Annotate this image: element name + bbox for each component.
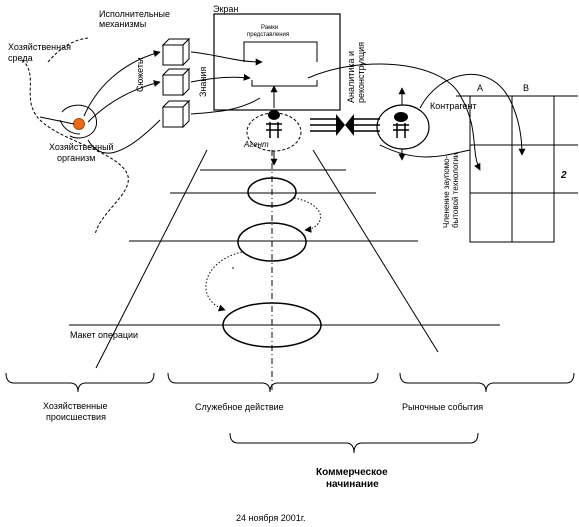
venture-label-1: Коммерческое: [316, 467, 388, 478]
agent-body-icon: [266, 122, 282, 138]
screen-label: Экран: [213, 4, 238, 14]
venture-label-2: начинание: [326, 479, 379, 490]
agent-label: Агент: [243, 140, 269, 149]
transition-arrow-2: [205, 251, 243, 312]
operation-ellipse-2: [237, 222, 307, 262]
frames-label-1: Рамки: [261, 25, 278, 31]
grid-row-2: 2: [560, 170, 567, 181]
screen-box: [213, 13, 341, 111]
cube3-to-screen-line: [190, 97, 261, 115]
technology-label-1: Членение заупомо-: [442, 155, 451, 228]
market-events-brace: [399, 372, 575, 393]
funnel-right-edge: [312, 149, 439, 353]
environment-label-1: Хозяйственная: [8, 42, 71, 52]
frames-label-2: представления: [247, 32, 289, 38]
organism-label-1: Хозяйственный: [49, 142, 114, 152]
organism-to-cube1-arrow: [83, 50, 161, 117]
organism-core-icon: [73, 118, 85, 130]
contragent-return-line: [379, 144, 471, 158]
knowledge-label: Знания: [198, 67, 208, 97]
service-action-brace: [167, 372, 379, 393]
transition-dot: [232, 267, 234, 269]
date-label: 24 ноября 2001г.: [236, 513, 306, 523]
organism-label-2: организм: [57, 153, 95, 163]
cube1-to-screen-arrow: [190, 51, 263, 66]
contragent-body-icon: [393, 123, 409, 138]
environment-boundary: [21, 59, 129, 236]
funnel-left-edge: [95, 149, 208, 369]
operation-ellipse-3: [222, 302, 322, 348]
incidents-brace: [5, 372, 155, 393]
contragent-to-grid-arrow: [419, 73, 526, 156]
analytics-label-1: Аналитика и: [346, 51, 356, 103]
market-events-label: Рыночные события: [402, 402, 483, 412]
transition-arrow-1: [293, 197, 321, 233]
mechanisms-label-1: Исполнительные: [99, 9, 170, 19]
incidents-label-1: Хозяйственные: [43, 401, 108, 411]
frames-bracket-top: [243, 41, 318, 62]
organism-to-cube2-arrow: [87, 80, 161, 123]
mechanisms-label-2: механизмы: [99, 19, 146, 29]
economic-organism: [39, 104, 98, 139]
operation-ellipse-1: [247, 177, 297, 207]
contragent-circle: [376, 104, 430, 150]
operation-model-label: Макет операции: [70, 330, 138, 340]
contragent-label: Контрагент: [430, 101, 477, 111]
mechanism-cube-1: [161, 37, 191, 67]
contragent-head-icon: [394, 112, 408, 122]
screen-to-grid-arrow: [307, 63, 481, 171]
grid-column-a: A: [477, 83, 483, 93]
analytics-label-2: реконструкция: [356, 42, 366, 103]
incidents-label-2: происшествия: [46, 412, 106, 422]
organism-pointer: [39, 116, 75, 125]
grid-column-b: B: [523, 83, 529, 93]
service-action-label: Служебное действие: [195, 402, 284, 412]
venture-brace: [229, 432, 479, 454]
agent-head-icon: [268, 110, 280, 120]
mechanism-cube-3: [161, 99, 191, 129]
technology-grid: [456, 95, 578, 243]
environment-label-2: среда: [8, 53, 33, 63]
technology-label-2: бытовой технологии: [451, 153, 460, 228]
exchange-arrows: [310, 114, 380, 136]
frames-bracket-bottom: [251, 80, 318, 87]
mechanism-cube-2: [161, 67, 191, 97]
cube2-to-screen-arrow: [190, 73, 251, 83]
organism-to-cube3-line: [87, 119, 161, 154]
plots-label: Сюжеты: [135, 58, 145, 92]
